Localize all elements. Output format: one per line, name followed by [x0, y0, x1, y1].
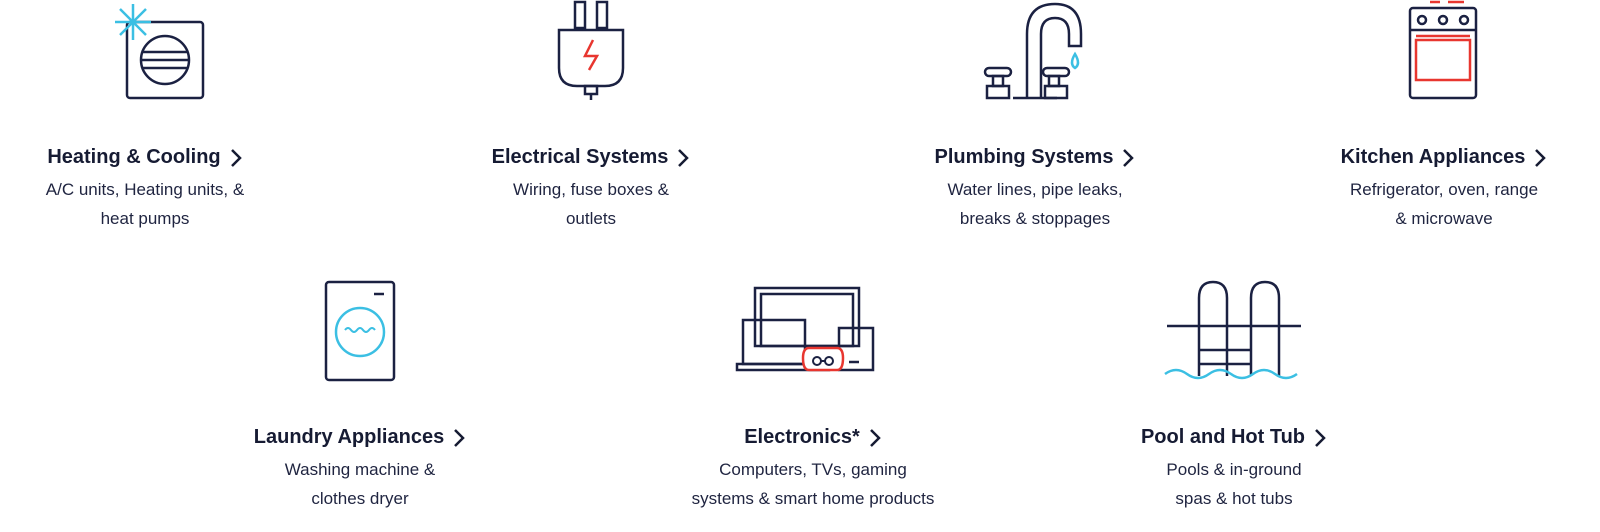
kitchen-appliances-link[interactable]: Kitchen Appliances [1341, 146, 1548, 169]
electrical-plug-icon [557, 0, 625, 100]
category-card-kitchen: Kitchen Appliances Refrigerator, oven, r… [1294, 0, 1594, 233]
category-title: Kitchen Appliances [1340, 146, 1526, 168]
heating-cooling-icon [115, 4, 205, 100]
laundry-appliances-link[interactable]: Laundry Appliances [254, 426, 466, 449]
category-card-heating-cooling: Heating & Cooling A/C units, Heating uni… [0, 0, 295, 233]
stove-icon [1408, 0, 1478, 100]
category-title: Electronics* [744, 426, 860, 448]
pool-ladder-icon [1164, 280, 1301, 380]
category-description: Washing machine & clothes dryer [284, 460, 436, 508]
chevron-right-icon [1535, 148, 1547, 167]
chevron-right-icon [1123, 148, 1135, 167]
pool-hot-tub-link[interactable]: Pool and Hot Tub [1141, 426, 1327, 449]
category-description: Computers, TVs, gaming systems & smart h… [691, 460, 935, 508]
category-title: Heating & Cooling [47, 146, 221, 168]
electronics-icon [735, 286, 875, 372]
category-title: Plumbing Systems [934, 146, 1114, 168]
category-description: Refrigerator, oven, range & microwave [1349, 180, 1539, 228]
category-card-plumbing: Plumbing Systems Water lines, pipe leaks… [885, 0, 1185, 233]
faucet-icon [983, 2, 1083, 100]
chevron-right-icon [678, 148, 690, 167]
category-description: Pools & in-ground spas & hot tubs [1166, 460, 1302, 508]
chevron-right-icon [869, 428, 881, 447]
category-description: A/C units, Heating units, & heat pumps [45, 180, 245, 228]
category-card-electrical: Electrical Systems Wiring, fuse boxes & … [441, 0, 741, 233]
electrical-systems-link[interactable]: Electrical Systems [492, 146, 691, 169]
category-description: Wiring, fuse boxes & outlets [513, 180, 669, 228]
category-card-electronics: Electronics* Computers, TVs, gaming syst… [648, 278, 978, 513]
category-title: Pool and Hot Tub [1140, 426, 1306, 448]
category-card-pool: Pool and Hot Tub Pools & in-ground spas … [1084, 278, 1384, 513]
category-title: Laundry Appliances [253, 426, 445, 448]
washing-machine-icon [324, 280, 396, 382]
chevron-right-icon [1315, 428, 1326, 447]
chevron-right-icon [230, 148, 242, 167]
chevron-right-icon [454, 428, 465, 447]
heating-cooling-link[interactable]: Heating & Cooling [47, 146, 242, 169]
plumbing-systems-link[interactable]: Plumbing Systems [935, 146, 1136, 169]
category-description: Water lines, pipe leaks, breaks & stoppa… [947, 180, 1123, 228]
electronics-link[interactable]: Electronics* [744, 426, 882, 449]
category-card-laundry: Laundry Appliances Washing machine & clo… [210, 278, 510, 513]
category-title: Electrical Systems [491, 146, 669, 168]
